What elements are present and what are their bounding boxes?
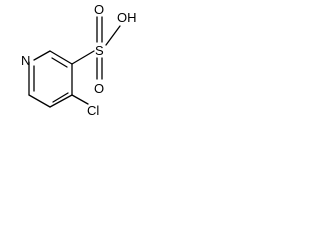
bond-s-oh bbox=[105, 25, 121, 46]
bond-c2-c3 bbox=[28, 94, 51, 108]
chemical-structure-diagram: N S O O OH Cl bbox=[21, 2, 137, 118]
bond-c5-c6 bbox=[49, 50, 73, 65]
oxygen-top-label: O bbox=[94, 2, 104, 17]
bond-c5-s bbox=[71, 50, 95, 65]
bond-c4-cl bbox=[71, 94, 89, 105]
bond-c6-n bbox=[33, 50, 51, 61]
nitrogen-label: N bbox=[21, 53, 30, 68]
sulfur-label: S bbox=[95, 43, 104, 58]
double-bond-inner-right bbox=[51, 57, 68, 68]
chlorine-label: Cl bbox=[87, 103, 99, 118]
bond-c3-c4 bbox=[49, 94, 73, 108]
hydroxyl-label: OH bbox=[117, 10, 137, 25]
oxygen-bottom-label: O bbox=[94, 81, 104, 96]
double-bond-inner-bottom bbox=[52, 92, 69, 103]
